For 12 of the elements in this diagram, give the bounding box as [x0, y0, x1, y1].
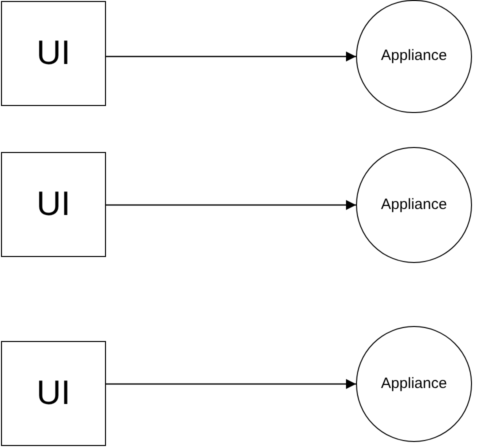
process-box	[1, 1, 106, 106]
node-label: UI	[36, 373, 70, 414]
process-box	[1, 341, 106, 446]
node-label: UI	[36, 33, 70, 74]
arrow	[106, 200, 356, 210]
node-label: Appliance	[381, 374, 447, 394]
arrow	[106, 379, 356, 389]
arrow	[106, 52, 356, 62]
node-label: Appliance	[381, 194, 447, 215]
node-label: UI	[36, 184, 70, 225]
node-label: Appliance	[381, 46, 447, 66]
process-box	[1, 152, 106, 257]
